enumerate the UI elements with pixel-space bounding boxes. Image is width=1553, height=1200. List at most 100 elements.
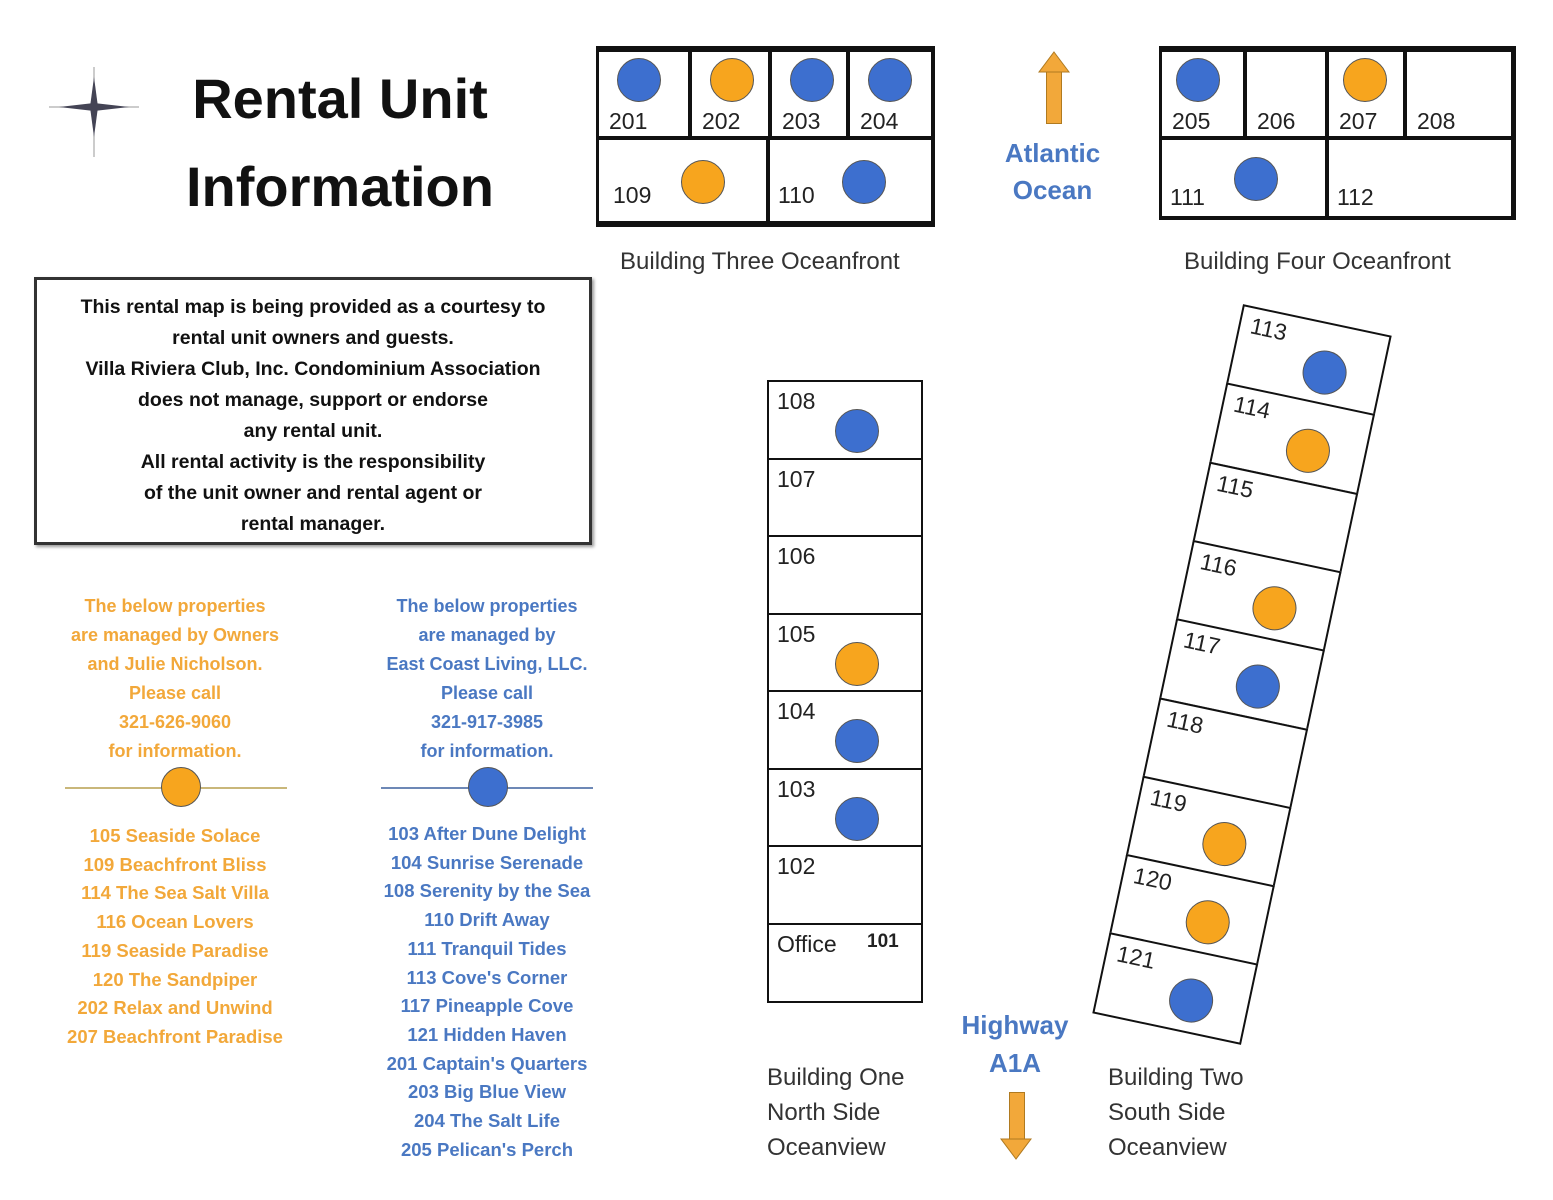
orange-marker <box>681 160 725 204</box>
compass-star-icon <box>49 67 139 157</box>
manager-info-line: are managed by Owners <box>70 625 280 645</box>
b2-label-line: Building Two <box>1108 1064 1244 1091</box>
property-list-item: 103 After Dune Delight <box>388 823 586 844</box>
highway-arrow-shaft <box>1009 1092 1025 1142</box>
unit-number: 102 <box>777 853 816 879</box>
unit-number: 202 <box>702 108 741 134</box>
unit-203: 203 <box>770 50 848 138</box>
unit-number: 104 <box>777 698 816 724</box>
building-three-label: Building Three Oceanfront <box>620 248 900 275</box>
unit-number: 110 <box>778 182 815 208</box>
unit-110: 110 <box>768 138 933 223</box>
ocean-label-line2: Ocean <box>1012 175 1093 205</box>
highway-label-line2: A1A <box>988 1048 1041 1078</box>
property-list-item: 204 The Salt Life <box>414 1110 560 1132</box>
blue-marker <box>617 58 661 102</box>
property-list-item: 113 Cove's Corner <box>406 966 568 988</box>
disclaimer-line: rental unit owners and guests. <box>172 327 454 349</box>
unit-number: 105 <box>777 620 816 647</box>
blue-marker <box>868 58 912 102</box>
unit-number: 118 <box>1164 705 1206 739</box>
ecl-property-list: 103 After Dune Delight 104 Sunrise Serena… <box>337 820 637 1164</box>
property-list-item: 104 Sunrise Serenade <box>390 851 584 873</box>
blue-marker <box>790 58 834 102</box>
disclaimer-line: This rental map is being provided as a c… <box>80 296 546 318</box>
unit-107: 107 <box>767 457 923 538</box>
property-list-item: 121 Hidden Haven <box>407 1023 567 1045</box>
orange-marker <box>1281 425 1334 478</box>
disclaimer-line: rental manager. <box>240 513 386 535</box>
legend-blue-marker <box>468 767 508 807</box>
unit-number: 108 <box>777 388 816 414</box>
property-list-item: 201 Captain's Quarters <box>386 1052 588 1074</box>
blue-marker <box>835 409 879 453</box>
unit-number: 121 <box>1114 940 1158 975</box>
title-line-1: Rental Unit <box>192 67 488 130</box>
b2-label-line: South Side <box>1108 1099 1226 1126</box>
unit-number: 106 <box>777 543 816 569</box>
unit-number: 205 <box>1172 108 1211 134</box>
unit-109: 109 <box>597 138 768 223</box>
unit-number: 207 <box>1339 108 1378 134</box>
unit-108: 108 <box>767 380 923 460</box>
property-list-item: 116 Ocean Lovers <box>96 911 254 933</box>
orange-marker <box>1198 817 1251 870</box>
b1-label-line: Oceanview <box>767 1134 886 1161</box>
orange-marker <box>1181 896 1234 949</box>
property-list-item: 205 Pelican's Perch <box>400 1138 574 1160</box>
manager-info-line: are managed by <box>418 625 556 645</box>
building-four-label: Building Four Oceanfront <box>1184 248 1451 275</box>
unit-104: 104 <box>767 690 923 770</box>
unit-number: 204 <box>860 108 899 134</box>
building-two-label: Building Two South Side Oceanview <box>1108 1060 1244 1165</box>
unit-number: 112 <box>1337 184 1374 210</box>
ocean-label: Atlantic Ocean <box>990 135 1115 209</box>
b2-label-line: Oceanview <box>1108 1134 1227 1161</box>
blue-marker <box>835 796 879 841</box>
blue-marker <box>1164 974 1218 1028</box>
unit-number: 117 <box>1181 626 1223 660</box>
unit-201: 201 <box>597 50 690 138</box>
unit-number: 111 <box>1170 184 1205 210</box>
unit-number: 113 <box>1248 312 1290 346</box>
unit-106: 106 <box>767 535 923 615</box>
disclaimer-line: Villa Riviera Club, Inc. Condominium Ass… <box>85 358 541 380</box>
unit-204: 204 <box>848 50 933 138</box>
property-list-item: 114 The Sea Salt Villa <box>81 882 269 904</box>
orange-marker <box>835 641 879 686</box>
page-title: Rental Unit Information <box>150 55 530 231</box>
manager-info-line: 321-626-9060 <box>118 712 232 732</box>
manager-info-line: Please call <box>440 683 534 703</box>
disclaimer-line: does not manage, support or endorse <box>138 389 488 411</box>
unit-number: 103 <box>777 775 816 802</box>
orange-marker <box>710 58 754 102</box>
property-list-item: 108 Serenity by the Sea <box>383 880 591 902</box>
blue-marker <box>1298 346 1351 399</box>
unit-number: 206 <box>1257 108 1296 134</box>
highway-label: Highway A1A <box>950 1006 1080 1082</box>
title-line-2: Information <box>186 155 494 218</box>
orange-marker <box>1343 58 1387 102</box>
disclaimer-box: This rental map is being provided as a c… <box>34 277 592 545</box>
property-list-item: 111 Tranquil Tides <box>407 937 567 959</box>
unit-111: 111 <box>1160 138 1327 218</box>
unit-207: 207 <box>1327 50 1405 138</box>
building-one-label: Building One North Side Oceanview <box>767 1060 904 1165</box>
highway-label-line1: Highway <box>961 1010 1069 1040</box>
property-list-item: 105 Seaside Solace <box>89 825 261 846</box>
unit-102: 102 <box>767 845 923 925</box>
manager-info-line: East Coast Living, LLC. <box>386 654 588 674</box>
blue-marker <box>835 719 879 763</box>
unit-number: 203 <box>782 108 821 134</box>
unit-number: 120 <box>1131 862 1175 896</box>
manager-info-line: for information. <box>420 741 554 761</box>
unit-205: 205 <box>1160 50 1245 138</box>
unit-number: 107 <box>777 465 816 492</box>
manager-info-line: for information. <box>108 741 242 761</box>
property-list-item: 207 Beachfront Paradise <box>67 1025 283 1047</box>
unit-206: 206 <box>1245 50 1327 138</box>
